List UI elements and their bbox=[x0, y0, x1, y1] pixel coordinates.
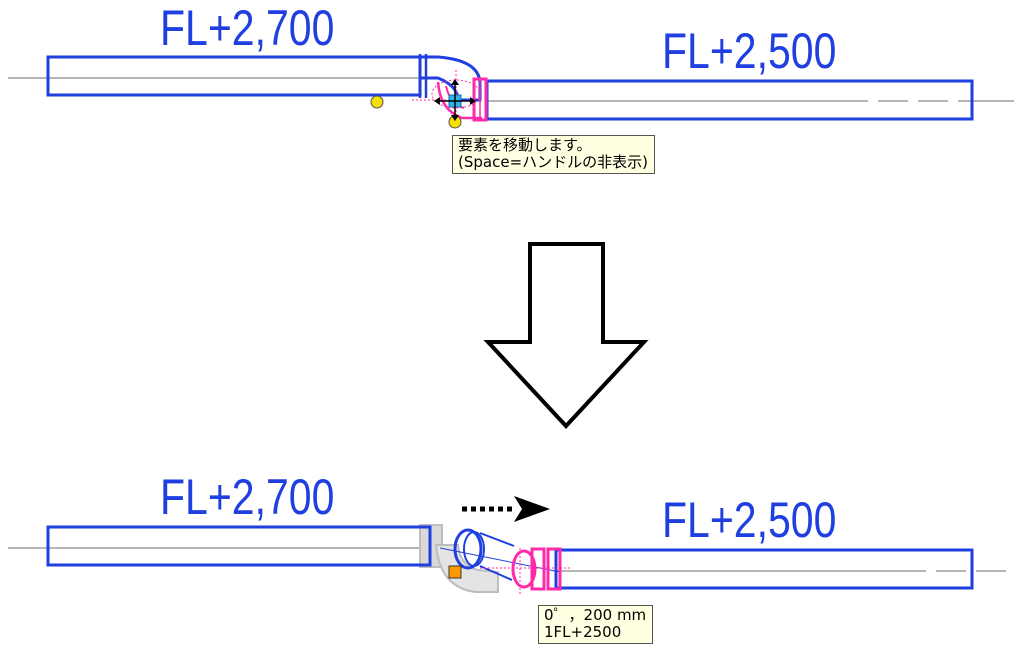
top-handle-yellow-left[interactable] bbox=[370, 95, 384, 109]
top-pipe-right[interactable] bbox=[485, 79, 974, 121]
top-label-right: FL+2,500 bbox=[662, 23, 836, 79]
bottom-label-right: FL+2,500 bbox=[662, 492, 836, 548]
bottom-pipe-left[interactable] bbox=[46, 525, 432, 567]
top-pipe-left[interactable] bbox=[46, 55, 422, 97]
dimension-tooltip-line1: 0゜，200 mm bbox=[544, 606, 647, 624]
bottom-selected-fitting[interactable] bbox=[480, 547, 570, 596]
top-view: FL+2,700 FL+2,500 bbox=[8, 0, 1014, 129]
dimension-tooltip: 0゜，200 mm 1FL+2500 bbox=[538, 605, 654, 644]
down-arrow-icon bbox=[483, 242, 649, 429]
bottom-view: FL+2,700 FL+2,500 bbox=[8, 469, 1014, 596]
move-tooltip: 要素を移動します。 (Space=ハンドルの非表示) bbox=[452, 135, 655, 174]
top-label-left: FL+2,700 bbox=[160, 0, 334, 56]
move-tooltip-line2: (Space=ハンドルの非表示) bbox=[458, 153, 648, 171]
move-tooltip-line1: 要素を移動します。 bbox=[458, 136, 592, 154]
move-cursor-icon bbox=[434, 79, 476, 121]
bottom-elbow-fitting[interactable] bbox=[439, 528, 561, 581]
dotted-right-arrow-icon bbox=[462, 496, 550, 522]
bottom-pipe-right[interactable] bbox=[554, 548, 974, 590]
dimension-tooltip-line2: 1FL+2500 bbox=[544, 623, 622, 641]
bottom-label-left: FL+2,700 bbox=[160, 469, 334, 525]
top-elbow-fitting[interactable] bbox=[418, 55, 482, 102]
bottom-handle-orange[interactable] bbox=[448, 565, 462, 579]
